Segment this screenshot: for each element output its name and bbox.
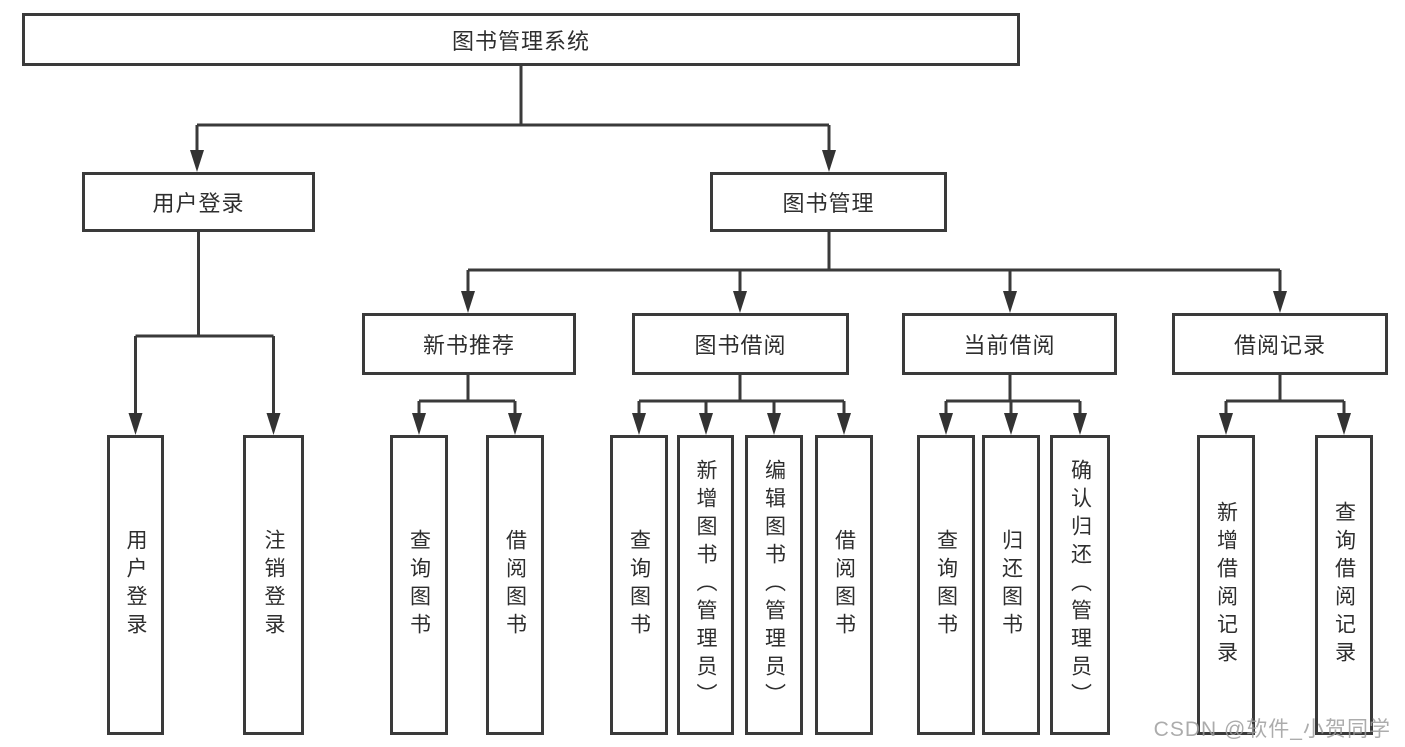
leaf-confirm-return-admin-label: 确认归还（管理员） bbox=[1068, 459, 1092, 711]
node-current-borrow-label: 当前借阅 bbox=[963, 333, 1056, 358]
leaf-user-login-label: 用户登录 bbox=[124, 529, 147, 641]
connector-userlogin-to-leaves bbox=[134, 232, 275, 416]
leaf-query-book-borrow-label: 查询图书 bbox=[627, 529, 651, 641]
node-borrow-record: 借阅记录 bbox=[1172, 313, 1388, 375]
leaf-logout-label: 注销登录 bbox=[262, 529, 285, 641]
leaf-add-borrow-record: 新增借阅记录 bbox=[1197, 435, 1255, 735]
leaf-confirm-return-admin: 确认归还（管理员） bbox=[1050, 435, 1110, 735]
node-new-book-recommend-label: 新书推荐 bbox=[422, 333, 515, 358]
leaf-query-book-current-label: 查询图书 bbox=[934, 529, 958, 641]
leaf-query-book-current: 查询图书 bbox=[917, 435, 975, 735]
node-book-borrow-label: 图书借阅 bbox=[694, 333, 787, 358]
node-user-login: 用户登录 bbox=[82, 172, 315, 232]
arrowheads bbox=[128, 150, 1351, 435]
leaf-logout: 注销登录 bbox=[243, 435, 304, 735]
leaf-edit-book-admin-label: 编辑图书（管理员） bbox=[762, 459, 786, 711]
node-root-system: 图书管理系统 bbox=[22, 13, 1020, 66]
leaf-return-book: 归还图书 bbox=[982, 435, 1040, 735]
connector-newbook-to-leaves bbox=[417, 375, 517, 416]
connector-bookmgmt-to-level3 bbox=[466, 232, 1282, 294]
node-new-book-recommend: 新书推荐 bbox=[362, 313, 576, 375]
leaf-query-borrow-record: 查询借阅记录 bbox=[1315, 435, 1373, 735]
node-book-management: 图书管理 bbox=[710, 172, 947, 232]
node-current-borrow: 当前借阅 bbox=[902, 313, 1117, 375]
leaf-edit-book-admin: 编辑图书（管理员） bbox=[745, 435, 803, 735]
connector-borrowrecord-to-leaves bbox=[1224, 375, 1346, 416]
leaf-return-book-label: 归还图书 bbox=[999, 529, 1023, 641]
connector-currentborrow-to-leaves bbox=[944, 375, 1082, 416]
node-user-login-label: 用户登录 bbox=[152, 191, 245, 216]
leaf-add-borrow-record-label: 新增借阅记录 bbox=[1214, 501, 1238, 669]
leaf-query-book-recommend-label: 查询图书 bbox=[407, 529, 431, 641]
csdn-watermark: CSDN @软件_小贺同学 bbox=[1153, 718, 1391, 741]
node-book-management-label: 图书管理 bbox=[782, 191, 875, 216]
leaf-borrow-book-recommend: 借阅图书 bbox=[486, 435, 544, 735]
leaf-borrow-book-borrow-label: 借阅图书 bbox=[832, 529, 856, 641]
leaf-query-book-recommend: 查询图书 bbox=[390, 435, 448, 735]
node-borrow-record-label: 借阅记录 bbox=[1233, 333, 1326, 358]
leaf-query-book-borrow: 查询图书 bbox=[610, 435, 668, 735]
connector-bookborrow-to-leaves bbox=[637, 375, 846, 416]
leaf-borrow-book-borrow: 借阅图书 bbox=[815, 435, 873, 735]
node-root-system-label: 图书管理系统 bbox=[451, 28, 590, 54]
leaf-add-book-admin-label: 新增图书（管理员） bbox=[694, 459, 717, 711]
leaf-user-login: 用户登录 bbox=[107, 435, 164, 735]
leaf-borrow-book-recommend-label: 借阅图书 bbox=[503, 529, 527, 641]
leaf-query-borrow-record-label: 查询借阅记录 bbox=[1332, 501, 1356, 669]
connector-root-to-level2 bbox=[195, 66, 831, 153]
leaf-add-book-admin: 新增图书（管理员） bbox=[677, 435, 734, 735]
node-book-borrow: 图书借阅 bbox=[632, 313, 849, 375]
